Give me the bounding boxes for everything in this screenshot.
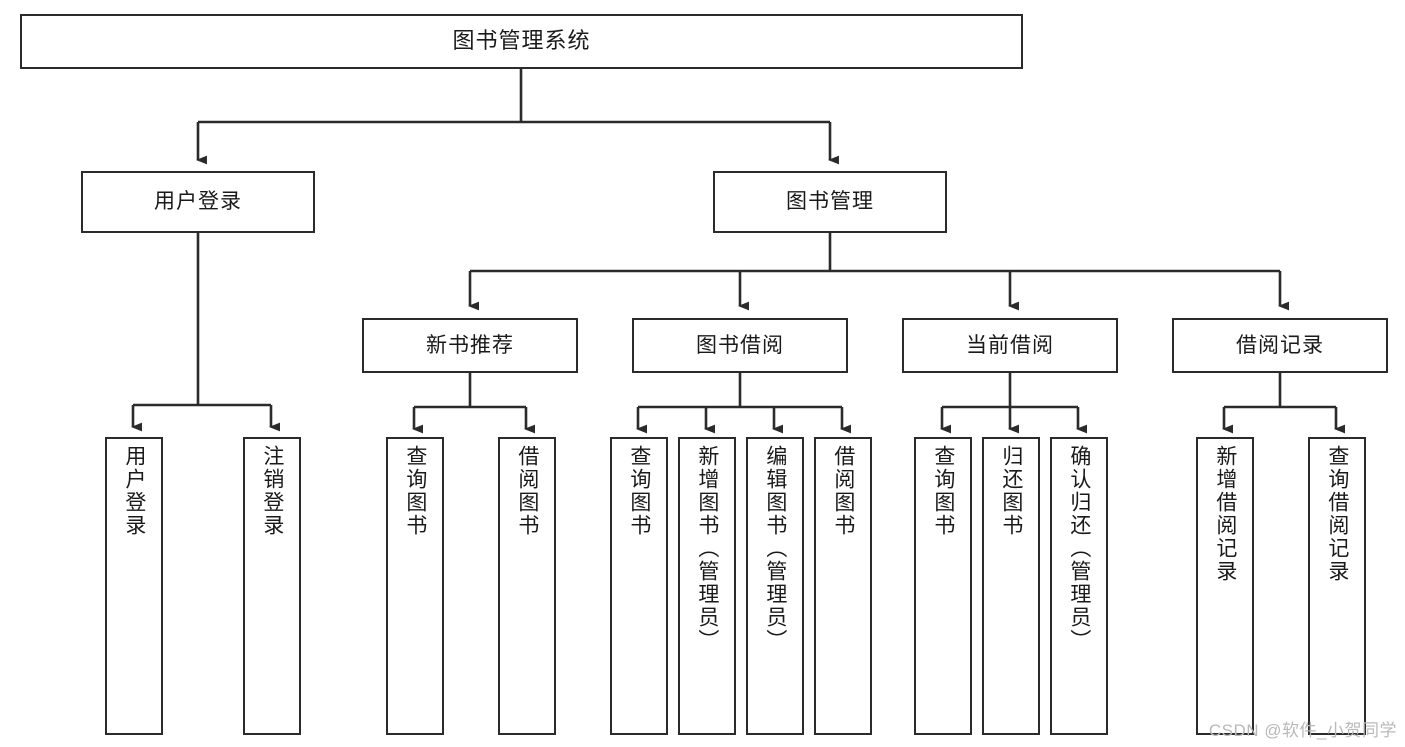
leaf-query-book-borrow[interactable]: 查询图书 (610, 437, 668, 735)
csdn-watermark: CSDN @软件_小贺同学 (1208, 721, 1397, 740)
node-label: 图书管理系统 (452, 28, 591, 54)
node-label: 查询图书 (403, 445, 427, 537)
leaf-logout-login[interactable]: 注销登录 (243, 437, 301, 735)
leaf-add-book-admin[interactable]: 新增图书（管理员） (678, 437, 736, 735)
node-label: 确认归还（管理员） (1067, 445, 1091, 652)
leaf-add-borrow-record[interactable]: 新增借阅记录 (1196, 437, 1254, 735)
node-label: 用户登录 (154, 190, 242, 214)
node-label: 借阅图书 (515, 445, 539, 537)
node-label: 借阅图书 (831, 445, 855, 537)
leaf-query-borrow-record[interactable]: 查询借阅记录 (1308, 437, 1366, 735)
node-book-management[interactable]: 图书管理 (713, 171, 947, 233)
node-label: 注销登录 (260, 445, 284, 537)
node-borrow-record[interactable]: 借阅记录 (1172, 318, 1388, 373)
node-label: 新增借阅记录 (1213, 445, 1237, 583)
node-label: 查询借阅记录 (1325, 445, 1349, 583)
leaf-return-book[interactable]: 归还图书 (982, 437, 1040, 735)
node-new-book-recommend[interactable]: 新书推荐 (362, 318, 578, 373)
node-label: 查询图书 (627, 445, 651, 537)
node-label: 归还图书 (999, 445, 1023, 537)
leaf-confirm-return-admin[interactable]: 确认归还（管理员） (1050, 437, 1108, 735)
leaf-borrow-book[interactable]: 借阅图书 (814, 437, 872, 735)
leaf-query-book-current[interactable]: 查询图书 (914, 437, 972, 735)
node-user-login[interactable]: 用户登录 (81, 171, 315, 233)
leaf-edit-book-admin[interactable]: 编辑图书（管理员） (746, 437, 804, 735)
node-label: 新增图书（管理员） (695, 445, 719, 652)
node-label: 用户登录 (122, 445, 146, 537)
node-root-library-system[interactable]: 图书管理系统 (20, 14, 1023, 69)
node-current-borrow[interactable]: 当前借阅 (902, 318, 1118, 373)
node-label: 查询图书 (931, 445, 955, 537)
node-label: 当前借阅 (966, 333, 1054, 357)
node-label: 图书借阅 (696, 333, 784, 357)
node-label: 新书推荐 (426, 333, 514, 357)
leaf-query-book-recommend[interactable]: 查询图书 (386, 437, 444, 735)
leaf-user-login[interactable]: 用户登录 (105, 437, 163, 735)
node-label: 借阅记录 (1236, 333, 1324, 357)
node-label: 编辑图书（管理员） (763, 445, 787, 652)
leaf-borrow-book-recommend[interactable]: 借阅图书 (498, 437, 556, 735)
node-book-borrow[interactable]: 图书借阅 (632, 318, 848, 373)
node-label: 图书管理 (786, 190, 874, 214)
